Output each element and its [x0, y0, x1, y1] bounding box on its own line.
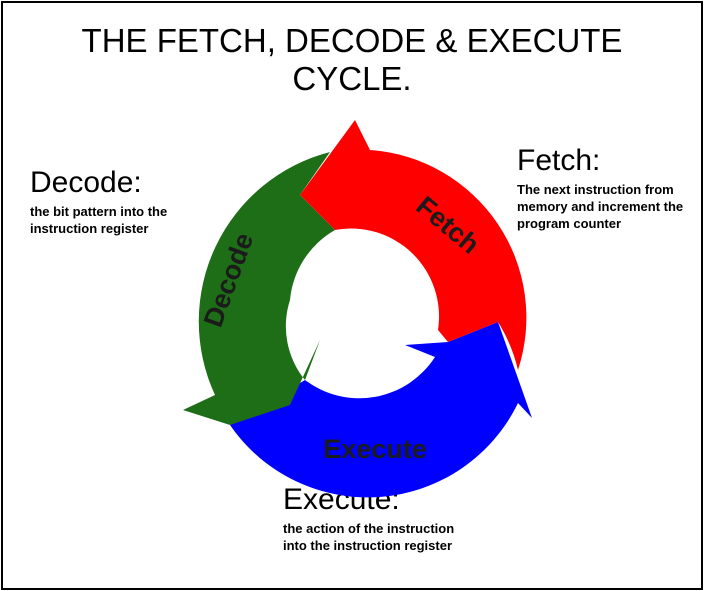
decode-arrow [183, 152, 335, 425]
decode-heading: Decode: [30, 166, 142, 199]
fetch-heading: Fetch: [517, 144, 601, 177]
diagram-title: THE FETCH, DECODE & EXECUTE CYCLE. [81, 22, 623, 97]
decode-description: the bit pattern into the instruction reg… [30, 204, 168, 236]
execute-arrow-label: Execute [323, 434, 427, 464]
fetch-arrow [300, 120, 527, 370]
fetch-description: The next instruction from memory and inc… [517, 182, 684, 231]
execute-arrow [230, 322, 532, 498]
execute-description: the action of the instruction into the i… [283, 521, 455, 553]
